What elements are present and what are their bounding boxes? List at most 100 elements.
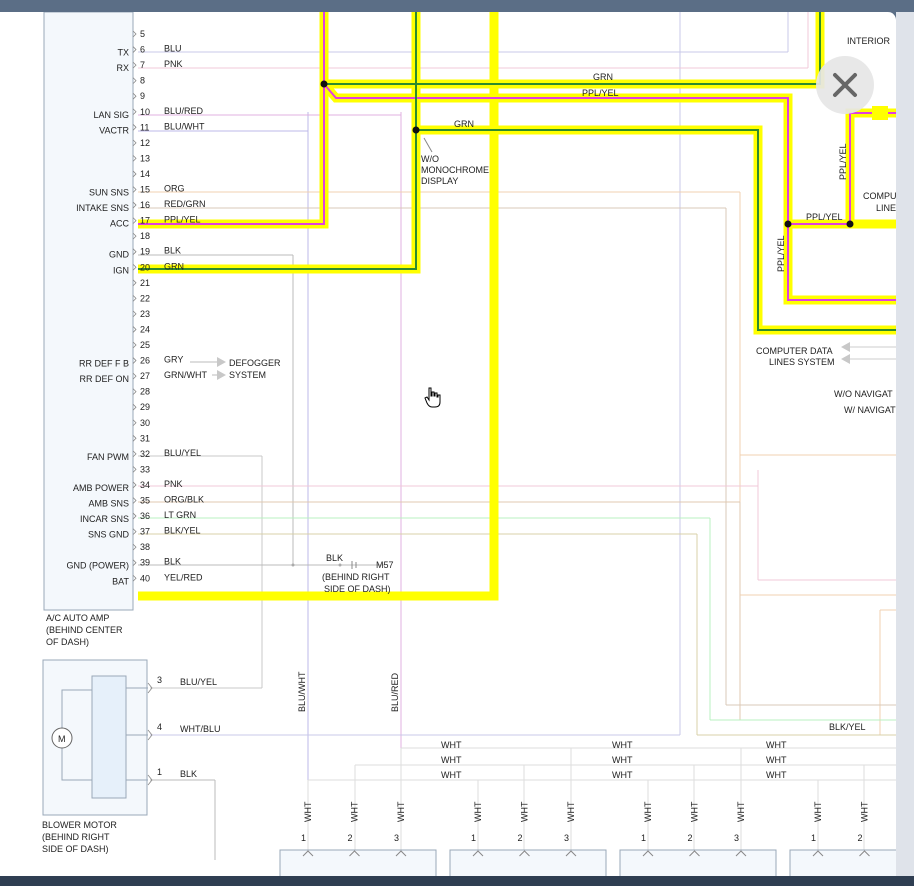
wo-mono-line3: DISPLAY [421,176,458,186]
bottom-wire-label: WHT [643,801,653,822]
computer-data-line1: COMPUTER DATA [756,346,833,356]
amp-pin-number: 34 [140,480,150,490]
bottom-wire-label: WHT [303,801,313,822]
defogger-line1: DEFOGGER [229,358,281,368]
amp-title-line1: A/C AUTO AMP [46,613,109,623]
right-scroll-rail[interactable] [896,12,914,886]
amp-pin-number: 36 [140,511,150,521]
wht-bus-label: WHT [441,770,462,780]
amp-pin-number: 26 [140,356,150,366]
amp-pin: 9 [132,91,145,101]
wht-bus-label: WHT [612,740,633,750]
amp-pin-wire-color: GRY [164,355,183,365]
amp-pin: 21 [132,278,150,288]
amp-pin: 39 GND (POWER) BLK [67,557,182,571]
close-button[interactable] [816,56,874,114]
amp-pin-signal: SUN SNS [89,188,129,198]
highlight-bat [138,12,499,601]
amp-pin-number: 12 [140,138,150,148]
ground-m57-loc2: SIDE OF DASH) [324,584,391,594]
wire-label-blk-yel-right: BLK/YEL [829,722,866,732]
amp-pin-signal: IGN [113,265,129,275]
wire-label-ppl-yel-vert-a: PPL/YEL [838,143,848,180]
wire-label-ppl-yel-vert-b: PPL/YEL [776,235,786,272]
amp-pin: 28 [132,387,150,397]
amp-pin-number: 38 [140,542,150,552]
bottom-pin-number: 2 [858,833,863,843]
amp-pin-wire-color: BLU/WHT [164,121,205,131]
bottom-toolbar [0,876,914,886]
motor-symbol [51,727,73,749]
amp-pin-number: 33 [140,464,150,474]
wire-grn-mid [416,129,896,331]
amp-pin-number: 11 [140,122,149,132]
amp-pin-signal: FAN PWM [87,452,129,462]
amp-pin: 13 [132,153,150,163]
splice-dot [412,126,420,134]
amp-pin-wire-color: ORG [164,184,185,194]
amp-pin-signal: INCAR SNS [80,514,129,524]
amp-pin-wire-color: PNK [164,59,183,69]
amp-pin: 8 [132,76,145,86]
wire-label-pplyel-top: PPL/YEL [582,88,619,98]
wo-mono-line1: W/O [421,154,439,164]
hand-cursor-icon [424,386,442,413]
amp-pin-signal: ACC [110,219,130,229]
amp-pin-wire-color: BLK/YEL [164,526,201,536]
amp-pin-number: 40 [140,573,150,583]
amp-pin-number: 21 [140,278,150,288]
amp-title-line2: (BEHIND CENTER [46,625,123,635]
amp-pin-number: 39 [140,558,150,568]
amp-pin-number: 22 [140,293,150,303]
amp-pin-signal: LAN SIG [93,110,129,120]
amp-pin: 23 [132,309,150,319]
wo-mono-line2: MONOCHROME [421,165,489,175]
amp-pin-wire-color: BLK [164,557,181,567]
amp-pin-signal: GND [109,250,130,260]
bottom-pin-number: 2 [688,833,693,843]
amp-pin-signal: TX [117,48,129,58]
amp-pin-number: 27 [140,371,150,381]
amp-pin-number: 13 [140,153,150,163]
amp-pin-number: 9 [140,91,145,101]
wht-bus-label: WHT [766,740,787,750]
bottom-wire-label: WHT [473,801,483,822]
bottom-pin-number: 3 [734,833,739,843]
amp-pin-signal: SNS GND [88,530,130,540]
bottom-pin-number: 1 [811,833,816,843]
bottom-pin-number: 2 [348,833,353,843]
splice-dot [320,80,328,88]
amp-pin-signal: GND (POWER) [67,561,130,571]
top-bar [0,0,914,12]
computer-data-line2: LINES SYSTEM [769,357,835,367]
label-lin: LINE [876,203,896,213]
wht-bus-label: WHT [612,755,633,765]
label-w-navi: W/ NAVIGAT [844,405,896,415]
splice-dot [784,220,792,228]
label-interior: INTERIOR [847,36,891,46]
amp-pin-number: 25 [140,340,150,350]
blower-pin-wire-color: BLU/YEL [180,677,217,687]
wire-ppl-yel-top [323,83,896,301]
amp-pin: 29 [132,402,150,412]
amp-pin-wire-color: BLU/RED [164,106,204,116]
amp-pin-number: 5 [140,29,145,39]
amp-pin: 5 [132,29,145,39]
amp-pin-number: 32 [140,449,150,459]
